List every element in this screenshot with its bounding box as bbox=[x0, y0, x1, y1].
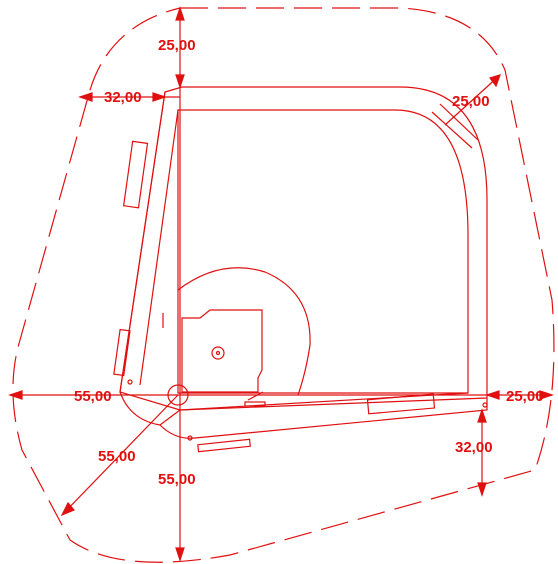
dim-left-offset: 32,00 bbox=[104, 89, 142, 106]
platform-center-dot bbox=[215, 350, 221, 356]
screw-hole-bottom bbox=[187, 435, 193, 441]
diagonal-dim-arrow bbox=[489, 74, 501, 88]
screw-hole-right bbox=[482, 402, 488, 408]
bottom-dim-arrow bbox=[175, 547, 185, 562]
dim-top-clearance: 25,00 bbox=[158, 37, 196, 54]
bottom-left-hinge bbox=[197, 438, 251, 453]
platform-slot bbox=[244, 401, 266, 407]
lower-hinge bbox=[113, 328, 131, 377]
right-offset-arrow-down bbox=[477, 482, 487, 497]
dim-left-clearance: 55,00 bbox=[74, 388, 112, 405]
dim-radial-clearance: 55,00 bbox=[98, 448, 136, 465]
platform-bracket-2 bbox=[247, 391, 264, 401]
right-dim-arrow-inner bbox=[485, 390, 500, 400]
bottom-front-panel bbox=[159, 398, 488, 439]
top-dim-arrow-up bbox=[175, 6, 185, 21]
clearance-boundary bbox=[12, 7, 555, 563]
left-offset-arrow-right bbox=[152, 92, 167, 102]
top-dim-arrow-down bbox=[175, 74, 185, 89]
left-offset-arrow-left bbox=[78, 92, 93, 102]
dim-diagonal-clearance: 25,00 bbox=[452, 93, 490, 110]
dim-right-offset: 32,00 bbox=[455, 439, 493, 456]
diagonal-dim-tick-2 bbox=[439, 103, 479, 141]
radial-dim-line bbox=[61, 394, 179, 516]
upper-hinge bbox=[122, 140, 149, 209]
turntable-arc bbox=[177, 267, 311, 396]
diagonal-dim-tick-1 bbox=[431, 111, 473, 149]
right-dim-arrow bbox=[539, 390, 554, 400]
cabinet-outer-outline bbox=[119, 86, 488, 411]
cabinet-inner-outline bbox=[177, 109, 469, 394]
screw-hole-left bbox=[127, 379, 133, 385]
left-dim-arrow bbox=[8, 390, 23, 400]
dim-right-clearance: 25,00 bbox=[506, 388, 544, 405]
right-offset-arrow-up bbox=[477, 408, 487, 423]
left-side-panel bbox=[119, 91, 181, 426]
dim-bottom-clearance: 55,00 bbox=[158, 471, 196, 488]
bottom-right-hinge bbox=[366, 393, 436, 415]
radial-dim-arrow bbox=[60, 501, 75, 517]
platform-plate bbox=[181, 309, 263, 393]
platform-center-mark bbox=[211, 346, 225, 360]
bottom-panel-inner-edge bbox=[179, 392, 469, 411]
left-panel-inner-edge bbox=[139, 109, 179, 386]
